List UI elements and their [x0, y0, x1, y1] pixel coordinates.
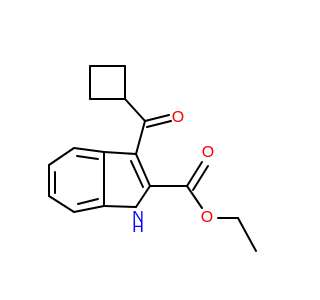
indole-c3a-c3-bond: [103, 151, 137, 155]
ketone-oxygen-label: O: [172, 109, 184, 126]
nitrogen-hydrogen-label: H: [132, 219, 144, 236]
ester-carbonyl-bond-2: [192, 165, 209, 191]
nitrogen-label: N: [132, 209, 144, 226]
benzene-inner-bond-3: [77, 198, 99, 205]
molecule-diagram: O O O N H: [48, 65, 257, 252]
molecule-canvas: O O O N H: [48, 65, 257, 252]
benzene-inner-bond-1: [76, 155, 99, 160]
ester-carbonyl-oxygen-label: O: [202, 144, 214, 161]
ester-ether-oxygen-label: O: [201, 209, 213, 226]
cyclobutyl-to-carbonyl-bond: [124, 98, 146, 122]
ester-carbon-to-ether-oxygen-bond: [186, 185, 203, 209]
indole-c3-c2-inner-bond: [130, 160, 144, 188]
indole-c2-n1-bond: [135, 185, 151, 208]
ester-carbonyl-bond-1: [186, 161, 203, 187]
benzene-bond-c6-c7: [48, 195, 75, 213]
benzene-bond-c3a-c4: [73, 147, 105, 153]
indole-n1-c7a-bond: [103, 205, 137, 208]
ketone-carbonyl-bond-1: [144, 114, 170, 122]
carbonyl-to-indole-bond: [135, 120, 146, 155]
benzene-bond-c4-c5: [48, 147, 75, 166]
ethyl-bond: [237, 217, 257, 252]
benzene-bond-c7-c7a: [73, 205, 105, 213]
indole-c3-c2-bond: [135, 153, 151, 187]
ketone-carbonyl-bond-2: [146, 120, 172, 128]
